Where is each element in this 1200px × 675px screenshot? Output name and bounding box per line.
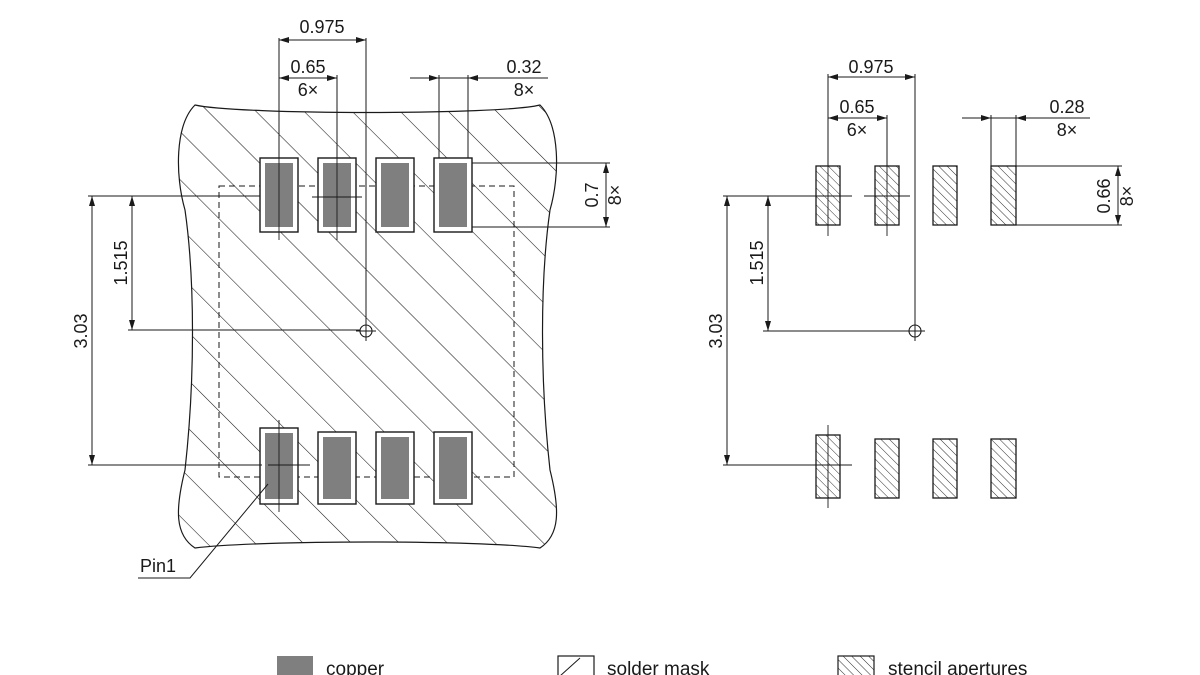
copper-pad bbox=[433, 431, 473, 505]
legend: copper solder mask stencil apertures bbox=[277, 655, 1027, 675]
dim-pitch-right: 0.65 bbox=[839, 97, 874, 117]
copper-pad bbox=[433, 157, 473, 233]
dim-pitch: 0.65 bbox=[290, 57, 325, 77]
dim-pad-width-count: 8× bbox=[514, 80, 535, 100]
center-lines bbox=[268, 150, 362, 512]
dim-row-span: 3.03 bbox=[71, 313, 91, 348]
left-view: 0.975 0.65 6× 0.32 8× 0.7 8× 1.515 3.03 … bbox=[71, 17, 625, 579]
dim-aperture-width: 0.28 bbox=[1049, 97, 1084, 117]
solder-mask-outline bbox=[177, 104, 558, 549]
package-outline bbox=[218, 185, 515, 478]
pin1-label: Pin1 bbox=[140, 556, 176, 576]
legend-stencil-label: stencil apertures bbox=[888, 659, 1027, 675]
top-aperture-row bbox=[815, 165, 1017, 226]
copper-pad bbox=[375, 431, 415, 505]
origin-marker-right bbox=[905, 321, 925, 341]
legend-copper-swatch bbox=[277, 656, 313, 675]
stencil-aperture bbox=[932, 165, 958, 226]
dim-pad-height-count: 8× bbox=[605, 185, 625, 206]
legend-solder-mask-label: solder mask bbox=[607, 659, 710, 675]
dim-aperture-height-count: 8× bbox=[1117, 186, 1137, 207]
dimension-lines bbox=[88, 38, 610, 579]
right-view: 0.975 0.65 6× 0.28 8× 0.66 8× 1.515 3.03 bbox=[706, 57, 1137, 508]
dim-half-span-right: 1.515 bbox=[747, 240, 767, 285]
stencil-aperture bbox=[874, 438, 900, 499]
dim-pad-width: 0.32 bbox=[506, 57, 541, 77]
dim-row-span-right: 3.03 bbox=[706, 313, 726, 348]
center-lines-right bbox=[806, 155, 910, 508]
dimension-arrows bbox=[89, 37, 609, 465]
legend-stencil-swatch bbox=[837, 655, 875, 675]
dim-aperture-height: 0.66 bbox=[1094, 178, 1114, 213]
stencil-aperture bbox=[990, 165, 1017, 226]
dim-aperture-width-count: 8× bbox=[1057, 120, 1078, 140]
dim-pitch-count-right: 6× bbox=[847, 120, 868, 140]
bottom-aperture-row bbox=[815, 434, 1017, 499]
dim-pitch-total-right: 0.975 bbox=[848, 57, 893, 77]
copper-pad bbox=[375, 157, 415, 233]
dim-pad-height: 0.7 bbox=[582, 182, 602, 207]
legend-copper-label: copper bbox=[326, 659, 385, 675]
legend-solder-mask-swatch bbox=[557, 655, 595, 675]
dimension-arrows-right bbox=[724, 74, 1121, 465]
dim-pitch-count: 6× bbox=[298, 80, 319, 100]
dim-pitch-total: 0.975 bbox=[299, 17, 344, 37]
dim-half-span: 1.515 bbox=[111, 240, 131, 285]
copper-pad bbox=[317, 431, 357, 505]
stencil-aperture bbox=[990, 438, 1017, 499]
origin-marker bbox=[356, 321, 376, 341]
stencil-aperture bbox=[932, 438, 958, 499]
